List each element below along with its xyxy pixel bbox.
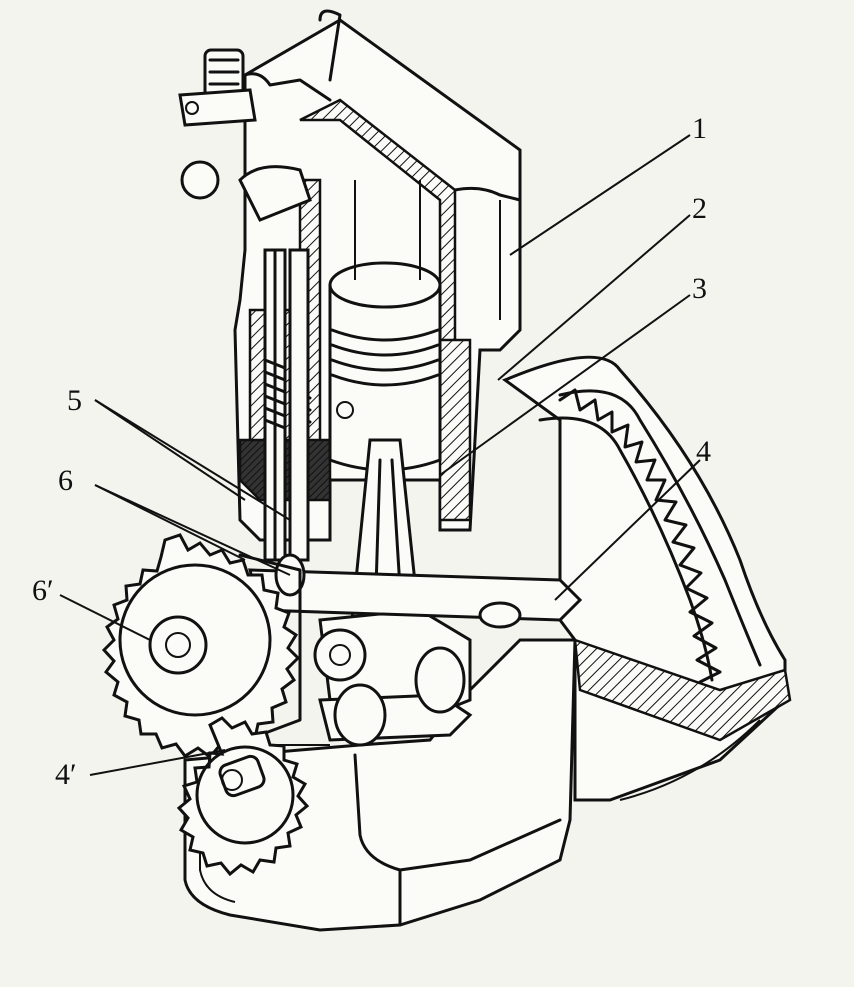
crankshaft-gear — [176, 716, 310, 877]
callout-4: 4 — [696, 435, 711, 468]
leader-5a — [94, 399, 291, 521]
leader-5b — [94, 399, 246, 501]
callout-6: 6 — [58, 464, 73, 497]
leader-6b — [94, 484, 246, 561]
leader-lines — [59, 134, 701, 776]
callout-6-prime: 6′ — [32, 574, 54, 607]
leader-4 — [554, 459, 701, 601]
callout-5: 5 — [67, 384, 82, 417]
leader-6a — [94, 484, 291, 576]
flywheel-ring-gear — [501, 355, 792, 802]
callout-2: 2 — [692, 192, 707, 225]
leader-1 — [509, 134, 691, 256]
valve-train — [238, 165, 312, 562]
crankshaft — [210, 553, 583, 747]
fuel-injector — [178, 9, 342, 200]
callout-3: 3 — [692, 272, 707, 305]
piston — [328, 180, 442, 472]
leader-2 — [497, 214, 691, 381]
leader-6p — [59, 594, 151, 641]
camshaft-gear — [101, 533, 302, 760]
callout-4-prime: 4′ — [55, 758, 77, 791]
callout-1: 1 — [692, 112, 707, 145]
leader-4p — [89, 749, 226, 776]
leader-3 — [439, 294, 691, 476]
